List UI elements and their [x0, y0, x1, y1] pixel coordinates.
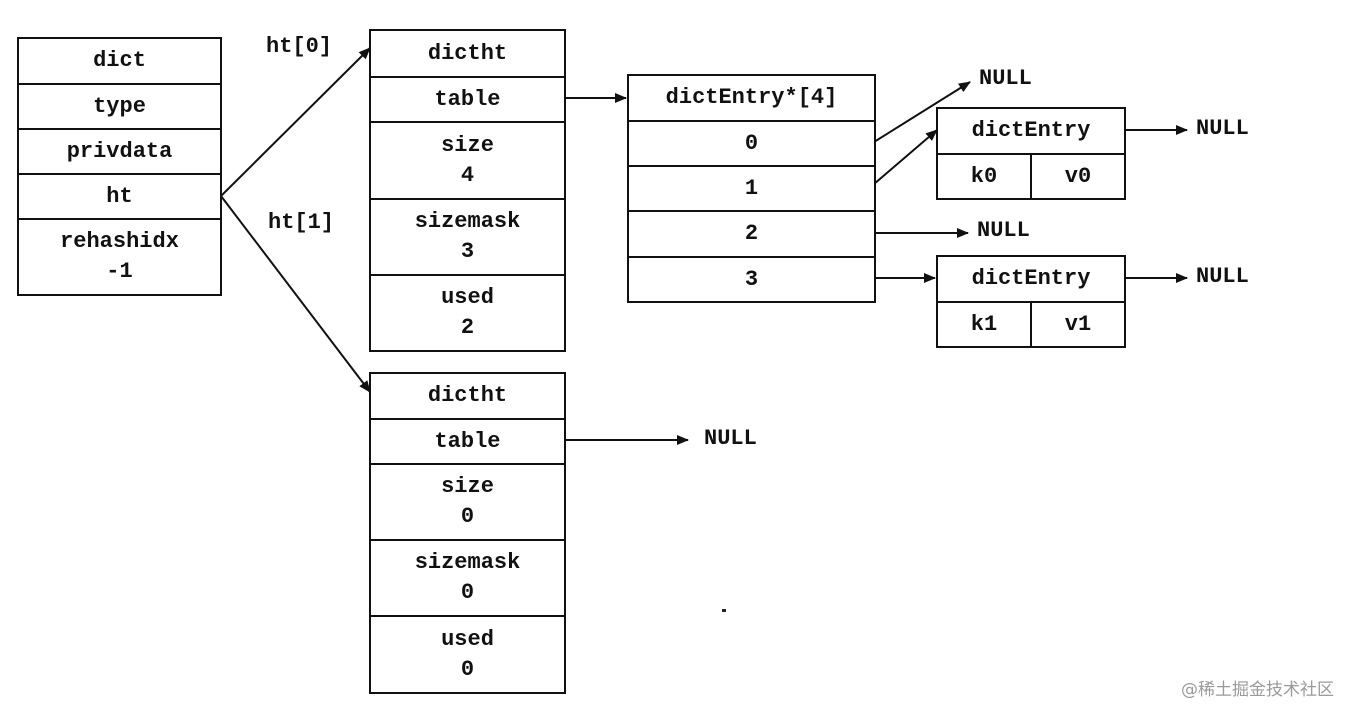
dict-title: dict	[93, 48, 146, 73]
ht0-pointer-label: ht[0]	[266, 34, 333, 59]
null-bucket0: NULL	[979, 66, 1032, 91]
ht0-table-cell: table	[371, 78, 564, 123]
watermark: @稀土掘金技术社区	[1181, 680, 1334, 700]
dict-privdata-field: privdata	[66, 138, 173, 164]
ht1-size-field: size	[441, 474, 494, 499]
dictentry-node-1: dictEntry k1 v1	[936, 255, 1126, 348]
arrow-bucket1-to-entry0	[873, 129, 938, 185]
bucket-2: 2	[629, 212, 874, 258]
dict-type-cell: type	[19, 85, 220, 130]
entry0-title: dictEntry	[971, 118, 1091, 143]
dictht-ht1: dictht table size 0 sizemask 0 used 0	[369, 372, 566, 694]
ht0-table-field: table	[434, 86, 501, 112]
dict-rehashidx-value: -1	[106, 259, 133, 284]
ht1-used-value: 0	[460, 656, 475, 682]
null-bucket2: NULL	[977, 218, 1030, 243]
entry0-title-cell: dictEntry	[938, 109, 1124, 155]
ht1-sizemask-field: sizemask	[414, 550, 521, 575]
bucket-array-title-cell: dictEntry*[4]	[629, 76, 874, 122]
dict-title-cell: dict	[19, 39, 220, 85]
arrow-ht-to-ht0	[220, 47, 371, 197]
bucket-array-title: dictEntry*[4]	[665, 85, 838, 110]
null-entry0-next: NULL	[1196, 116, 1249, 141]
dict-type-field: type	[93, 93, 146, 119]
arrow-ht-to-ht1	[220, 195, 371, 393]
bucket-0-index: 0	[744, 130, 759, 156]
bucket-1: 1	[629, 167, 874, 212]
arrow-bucket0-to-null	[873, 81, 971, 143]
ht1-table-field: table	[434, 428, 501, 454]
ht1-title: dictht	[427, 383, 508, 408]
entry1-kv-cell: k1 v1	[938, 303, 1124, 346]
dict-ht-cell: ht	[19, 175, 220, 220]
bucket-3-index: 3	[744, 266, 759, 292]
ht1-size-value: 0	[460, 504, 475, 529]
ht0-title: dictht	[427, 40, 508, 66]
entry0-value: v0	[1064, 163, 1092, 189]
dict-struct: dict type privdata ht rehashidx -1	[17, 37, 222, 296]
stray-dot	[722, 609, 726, 612]
ht1-pointer-label: ht[1]	[268, 210, 335, 235]
bucket-3: 3	[629, 258, 874, 301]
null-entry1-next: NULL	[1196, 264, 1249, 289]
dictentry-node-0: dictEntry k0 v0	[936, 107, 1126, 200]
entry1-value: v1	[1064, 311, 1092, 337]
ht1-used-cell: used 0	[371, 617, 564, 692]
entry0-kv-divider	[1030, 155, 1032, 198]
entry0-kv-cell: k0 v0	[938, 155, 1124, 198]
dictentry-bucket-array: dictEntry*[4] 0 1 2 3	[627, 74, 876, 303]
ht0-size-value: 4	[460, 162, 475, 188]
dictht-ht0: dictht table size 4 sizemask 3 used 2	[369, 29, 566, 352]
dict-rehashidx-cell: rehashidx -1	[19, 220, 220, 294]
dict-ht-field: ht	[106, 183, 133, 209]
ht1-size-cell: size 0	[371, 465, 564, 541]
dict-privdata-cell: privdata	[19, 130, 220, 175]
bucket-2-index: 2	[744, 221, 759, 246]
ht0-size-cell: size 4	[371, 123, 564, 200]
null-ht1-table: NULL	[704, 426, 757, 451]
ht0-sizemask-cell: sizemask 3	[371, 200, 564, 276]
ht1-table-cell: table	[371, 420, 564, 465]
ht1-used-field: used	[441, 626, 494, 652]
entry1-title-cell: dictEntry	[938, 257, 1124, 303]
ht1-sizemask-cell: sizemask 0	[371, 541, 564, 617]
entry1-key: k1	[970, 311, 998, 337]
ht0-used-value: 2	[460, 315, 475, 340]
entry1-title: dictEntry	[971, 266, 1091, 291]
ht0-used-field: used	[441, 285, 494, 310]
ht0-title-cell: dictht	[371, 31, 564, 78]
ht0-used-cell: used 2	[371, 276, 564, 350]
entry1-kv-divider	[1030, 303, 1032, 346]
ht0-size-field: size	[441, 132, 494, 158]
ht0-sizemask-value: 3	[460, 239, 475, 264]
bucket-1-index: 1	[744, 175, 759, 201]
entry0-key: k0	[970, 163, 998, 189]
ht1-sizemask-value: 0	[460, 580, 475, 605]
ht1-title-cell: dictht	[371, 374, 564, 420]
ht0-sizemask-field: sizemask	[414, 209, 521, 234]
bucket-0: 0	[629, 122, 874, 167]
dict-rehashidx-field: rehashidx	[60, 229, 179, 254]
